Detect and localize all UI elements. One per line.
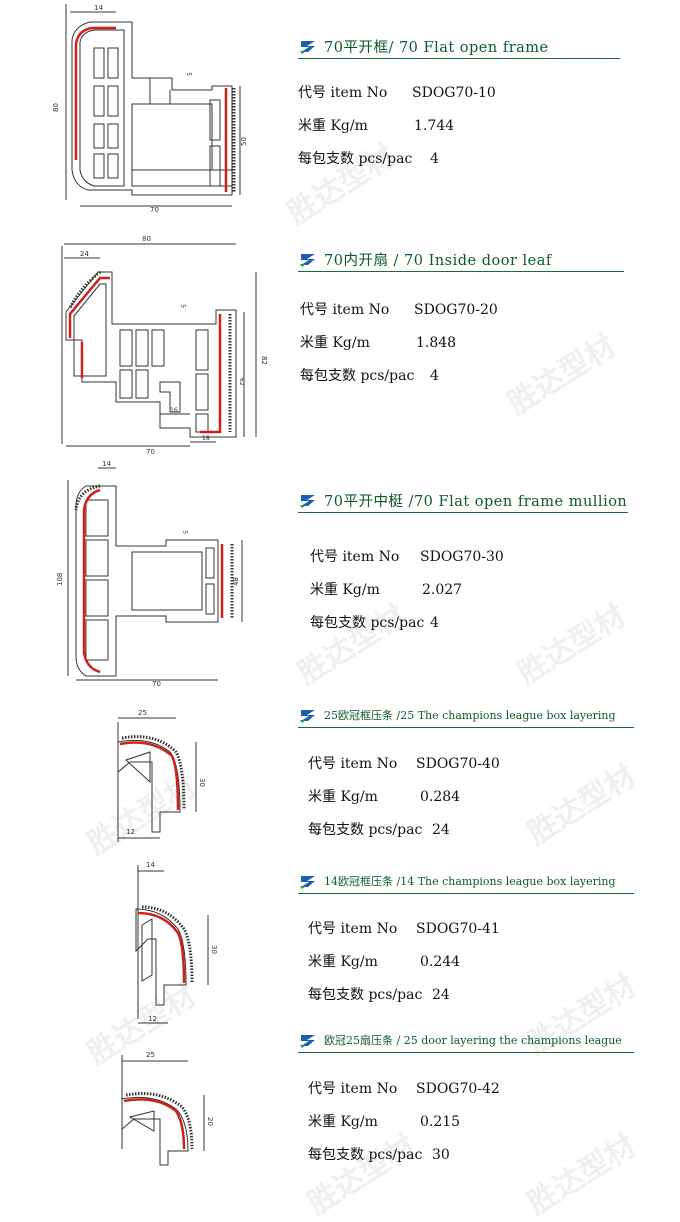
- brand-logo-icon: [300, 254, 315, 267]
- dim-label: 5: [183, 530, 190, 534]
- dim-label: 14: [94, 4, 103, 12]
- product-title: 70平开中梃 /70 Flat open frame mullion: [298, 489, 627, 511]
- product-title: 70内开扇 / 70 Inside door leaf: [298, 248, 552, 270]
- product-section-3: 14 108 70 48 5 70平开中梃 /70 Flat open fram…: [0, 460, 680, 690]
- profile-drawing-door-leaf: 80 24 82 62 16 70 18 5: [61, 235, 268, 456]
- profile-drawing-box-layering-14: 14 30 12: [135, 861, 218, 1024]
- dim-label: 30: [198, 778, 206, 787]
- product-title: 欧冠25扇压条 / 25 door layering the champions…: [298, 1029, 622, 1051]
- brand-logo-icon: [300, 1035, 315, 1048]
- dim-label: 18: [202, 435, 210, 442]
- brand-logo-icon: [300, 710, 315, 723]
- title-underline: [298, 271, 624, 272]
- title-underline: [298, 727, 634, 728]
- dim-label: 62: [238, 378, 245, 386]
- dim-label: 70: [146, 448, 155, 456]
- product-section-1: 14 80 70 50 5 70平开框/ 70 Flat open frame …: [0, 0, 680, 230]
- profile-drawing-door-layering-25: 25 20: [121, 1051, 214, 1166]
- dim-label: 25: [138, 709, 147, 717]
- dim-label: 20: [206, 1117, 214, 1126]
- dim-label: 70: [152, 680, 161, 688]
- dim-label: 48: [232, 577, 240, 586]
- brand-logo-icon: [300, 495, 315, 508]
- dim-label: 80: [52, 103, 60, 112]
- title-underline: [298, 58, 620, 59]
- profile-drawing-mullion: 14 108 70 48 5: [56, 460, 243, 688]
- dim-label: 16: [170, 407, 178, 414]
- product-title: 25欧冠框压条 /25 The champions league box lay…: [298, 704, 616, 726]
- product-section-4: 25 30 12 25欧冠框压条 /25 The champions leagu…: [0, 690, 680, 850]
- dim-label: 14: [146, 861, 155, 869]
- title-underline: [298, 512, 628, 513]
- dim-label: 14: [102, 460, 111, 468]
- profile-drawing-box-layering-25: 25 30 12: [117, 709, 206, 842]
- dim-label: 50: [240, 137, 248, 146]
- dim-label: 5: [181, 304, 188, 308]
- dim-label: 82: [260, 356, 268, 365]
- brand-logo-icon: [300, 41, 315, 54]
- dim-label: 30: [210, 945, 218, 954]
- title-underline: [298, 1052, 634, 1053]
- dim-label: 12: [126, 828, 135, 836]
- product-section-5: 14 30 12 14欧冠框压条 /14 The champions leagu…: [0, 855, 680, 1025]
- dim-label: 108: [56, 573, 64, 586]
- product-section-6: 25 20 欧冠25扇压条 / 25 door layering the cha…: [0, 1025, 680, 1186]
- dim-label: 24: [80, 250, 89, 258]
- dim-label: 80: [142, 235, 151, 243]
- product-title: 70平开框/ 70 Flat open frame: [298, 35, 549, 57]
- profile-drawing-frame: 14 80 70 50 5: [52, 4, 248, 214]
- dim-label: 5: [187, 72, 194, 76]
- title-underline: [298, 893, 634, 894]
- dim-label: 12: [148, 1015, 157, 1023]
- brand-logo-icon: [300, 876, 315, 889]
- product-section-2: 80 24 82 62 16 70 18 5 70内开扇 / 70 Inside…: [0, 230, 680, 460]
- dim-label: 70: [150, 206, 159, 214]
- product-title: 14欧冠框压条 /14 The champions league box lay…: [298, 870, 616, 892]
- dim-label: 25: [146, 1051, 155, 1059]
